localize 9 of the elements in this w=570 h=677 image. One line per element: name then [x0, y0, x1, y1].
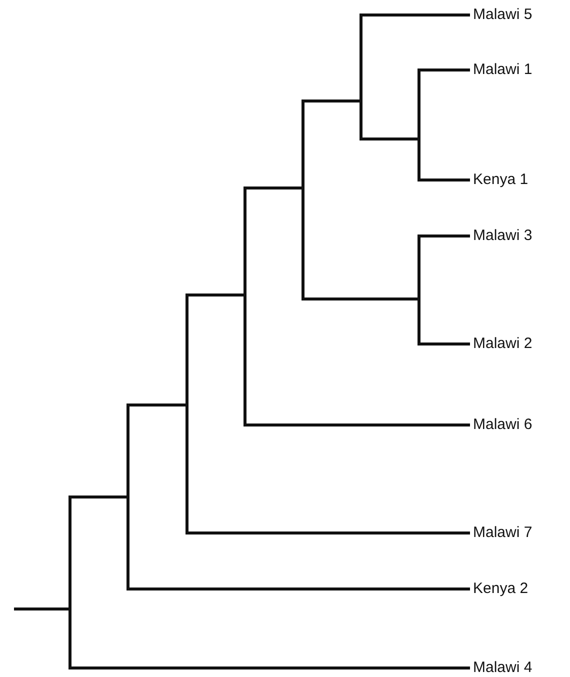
taxon-label: Malawi 1 — [473, 61, 532, 79]
taxon-label: Malawi 4 — [473, 659, 532, 677]
taxon-label: Malawi 7 — [473, 524, 532, 542]
taxon-label: Malawi 2 — [473, 335, 532, 353]
taxon-label: Malawi 3 — [473, 227, 532, 245]
taxon-label: Kenya 1 — [473, 171, 528, 189]
taxon-label: Malawi 5 — [473, 6, 532, 24]
taxon-label: Malawi 6 — [473, 416, 532, 434]
taxon-label: Kenya 2 — [473, 580, 528, 598]
